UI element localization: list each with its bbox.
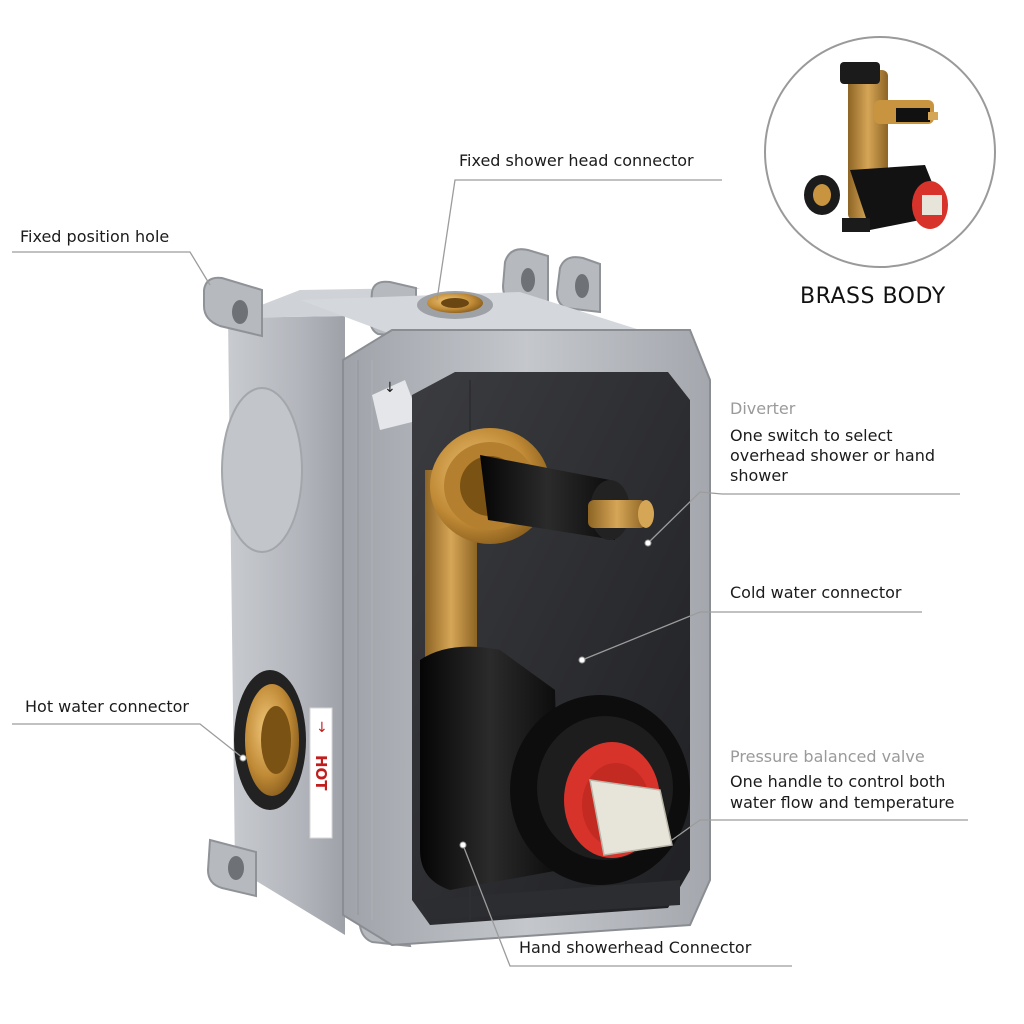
label-hot-water: Hot water connector: [25, 697, 189, 716]
brass-body-inset: [764, 36, 996, 268]
inset-title: BRASS BODY: [800, 284, 946, 309]
label-diverter-desc-2: overhead shower or hand: [730, 446, 935, 465]
label-diverter-title: Diverter: [730, 399, 796, 418]
dot-diverter: [644, 539, 652, 547]
mounting-tab-bottom-left: [206, 838, 257, 898]
svg-text:↓: ↓: [384, 380, 396, 396]
leader-lines: [12, 179, 968, 967]
dot-hot-water: [239, 754, 247, 762]
label-hand-showerhead: Hand showerhead Connector: [519, 938, 752, 957]
label-fixed-position-hole: Fixed position hole: [20, 227, 170, 246]
leader-fixed-shower-head: [436, 179, 722, 301]
dot-cold-water: [578, 656, 586, 664]
hot-water-inlet: [234, 670, 306, 810]
leader-diverter: [647, 491, 960, 544]
leader-cold-water: [581, 611, 922, 661]
mounting-tab-top-left: [203, 276, 263, 338]
hot-label-text: HOT: [312, 755, 330, 791]
label-diverter-desc-1: One switch to select: [730, 426, 893, 445]
hot-marking: HOT ↓: [309, 707, 333, 839]
leader-dots: [239, 539, 652, 849]
leader-pressure-valve: [671, 819, 968, 841]
leader-hot-water: [12, 723, 244, 759]
label-fixed-shower-head: Fixed shower head connector: [459, 151, 694, 170]
leader-fixed-position-hole: [12, 251, 211, 286]
svg-text:↓: ↓: [316, 720, 328, 736]
dot-hand-showerhead: [459, 841, 467, 849]
label-diverter-desc-3: shower: [730, 466, 788, 485]
pressure-valve-assembly: [420, 646, 690, 890]
label-pressure-title: Pressure balanced valve: [730, 747, 925, 766]
leader-hand-showerhead: [462, 844, 792, 967]
label-pressure-desc-1: One handle to control both: [730, 772, 946, 791]
label-pressure-desc-2: water flow and temperature: [730, 793, 955, 812]
diverter-assembly: [430, 428, 654, 544]
label-cold-water: Cold water connector: [730, 583, 902, 602]
